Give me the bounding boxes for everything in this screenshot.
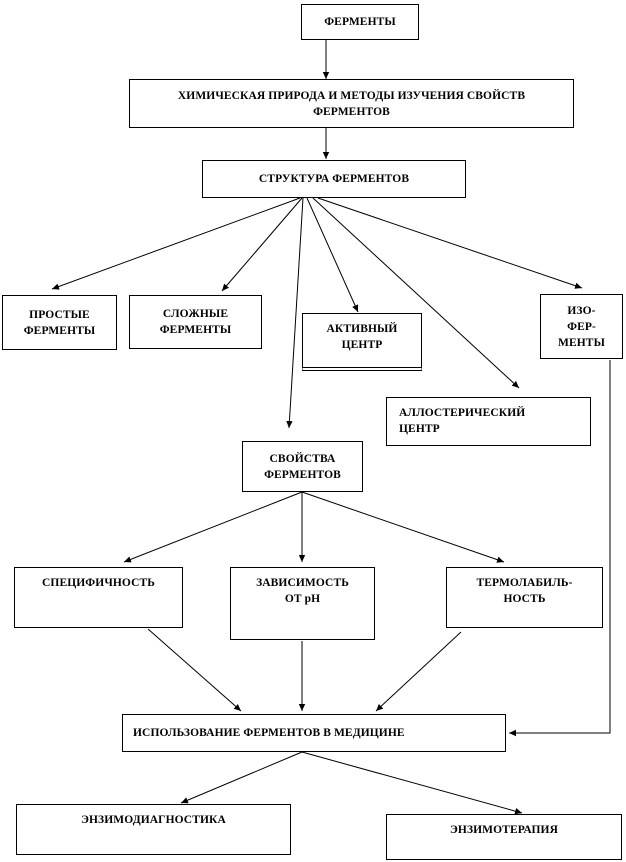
arrow-svoystva-to-specifichnost [123, 491, 303, 563]
node-struktura-fermentov-label: СТРУКТУРА ФЕРМЕНТОВ [258, 173, 410, 185]
node-enzimoterapiya: ЭНЗИМОТЕРАПИЯ [386, 814, 622, 860]
node-svoystva-fermentov-label: СВОЙСТВА ФЕРМЕНТОВ [264, 452, 341, 481]
node-slozhnye-fermenty: СЛОЖНЫЕ ФЕРМЕНТЫ [129, 295, 262, 349]
node-termolabilnost-label: ТЕРМОЛАБИЛЬ- НОСТЬ [476, 577, 573, 605]
node-slozhnye-fermenty-label: СЛОЖНЫЕ ФЕРМЕНТЫ [159, 308, 232, 336]
arrow-struktura-to-aktivny [306, 197, 359, 313]
node-allostericheskiy-centr-label: АЛЛОСТЕРИЧЕСКИЙ ЦЕНТР [399, 407, 526, 435]
arrow-struktura-to-prostye [51, 197, 301, 290]
node-aktivny-centr: АКТИВНЫЙ ЦЕНТР [302, 313, 422, 371]
node-enzimodiagnostika: ЭНЗИМОДИАГНОСТИКА [16, 804, 291, 855]
node-izofermenty-label: ИЗО- ФЕР- МЕНТЫ [558, 304, 605, 349]
node-izofermenty: ИЗО- ФЕР- МЕНТЫ [540, 294, 623, 359]
arrow-struktura-to-izofermenty [317, 197, 583, 289]
node-aktivny-centr-label: АКТИВНЫЙ ЦЕНТР [326, 323, 398, 351]
node-ispolzovanie-v-medicine-label: ИСПОЛЬЗОВАНИЕ ФЕРМЕНТОВ В МЕДИЦИНЕ [133, 727, 405, 739]
node-struktura-fermentov: СТРУКТУРА ФЕРМЕНТОВ [202, 160, 466, 198]
node-enzimoterapiya-label: ЭНЗИМОТЕРАПИЯ [450, 824, 558, 836]
arrow-specifichnost-to-ispolzovanie [147, 628, 242, 712]
node-allostericheskiy-centr: АЛЛОСТЕРИЧЕСКИЙ ЦЕНТР [386, 397, 591, 446]
node-himicheskaya-priroda: ХИМИЧЕСКАЯ ПРИРОДА И МЕТОДЫ ИЗУЧЕНИЯ СВО… [129, 79, 574, 128]
node-prostye-fermenty: ПРОСТЫЕ ФЕРМЕНТЫ [2, 295, 117, 350]
arrow-ispolzovanie-to-enzimoterapiya [301, 751, 523, 815]
node-zavisimost-ot-ph: ЗАВИСИМОСТЬ ОТ pH [230, 567, 375, 640]
arrow-svoystva-to-termolabilnost [301, 491, 505, 563]
node-fermenty: ФЕРМЕНТЫ [301, 4, 419, 40]
node-specifichnost: СПЕЦИФИЧНОСТЬ [14, 567, 183, 628]
node-enzimodiagnostika-label: ЭНЗИМОДИАГНОСТИКА [81, 814, 226, 826]
node-zavisimost-ot-ph-label: ЗАВИСИМОСТЬ ОТ pH [256, 577, 349, 605]
node-ispolzovanie-v-medicine: ИСПОЛЬЗОВАНИЕ ФЕРМЕНТОВ В МЕДИЦИНЕ [122, 714, 506, 752]
node-prostye-fermenty-label: ПРОСТЫЕ ФЕРМЕНТЫ [23, 308, 96, 337]
node-termolabilnost: ТЕРМОЛАБИЛЬ- НОСТЬ [446, 567, 603, 628]
arrow-termolabilnost-to-ispolzovanie [375, 631, 462, 712]
arrow-struktura-to-svoystva [286, 197, 304, 429]
node-svoystva-fermentov: СВОЙСТВА ФЕРМЕНТОВ [242, 441, 363, 492]
node-himicheskaya-priroda-label: ХИМИЧЕСКАЯ ПРИРОДА И МЕТОДЫ ИЗУЧЕНИЯ СВО… [177, 89, 526, 118]
arrow-ispolzovanie-to-enzimodiagnostika [180, 751, 303, 804]
node-fermenty-label: ФЕРМЕНТЫ [324, 16, 396, 28]
node-specifichnost-label: СПЕЦИФИЧНОСТЬ [42, 577, 155, 589]
arrow-struktura-to-slozhnye [221, 197, 303, 292]
